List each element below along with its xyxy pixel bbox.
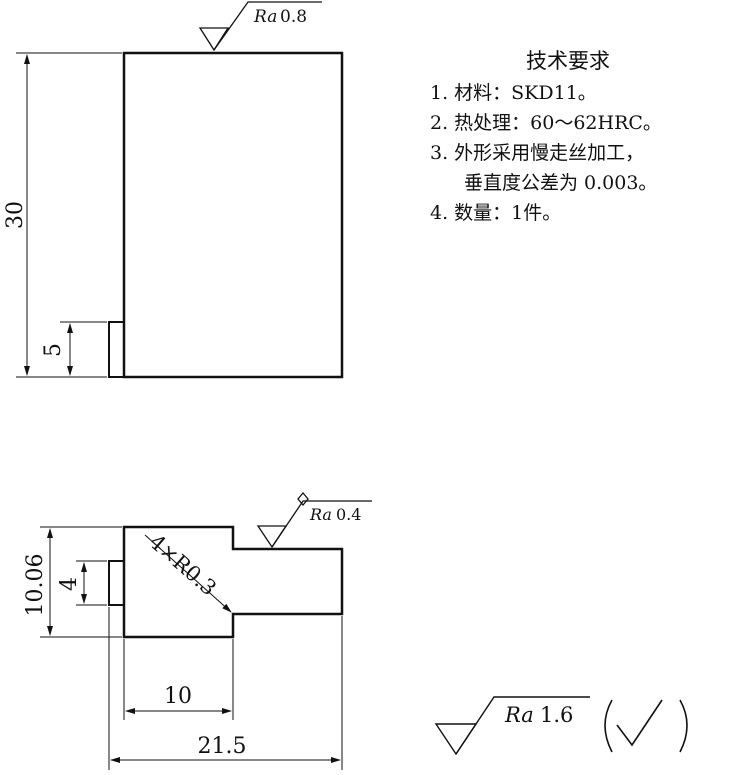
roughness-top-value: 0.8 [280,7,307,27]
top-view [40,525,344,770]
top-view-step [108,560,125,606]
requirement-item: 2. 热处理：60～62HRC。 [430,112,662,134]
roughness-symbol-slot [256,491,372,549]
requirement-item: 1. 材料：SKD11。 [430,82,597,104]
top-view-outline [122,525,344,639]
roughness-top-prefix: Ra [253,7,277,27]
roughness-symbol-top [198,1,322,52]
dim-height-slot: 4 [57,577,82,591]
roughness-slot-value: 0.4 [336,505,361,524]
roughness-symbol-general [434,696,590,756]
requirements-title: 技术要求 [526,49,610,73]
dim-corner-radius: 4×R0.3 [145,530,221,601]
dim-height-total: 30 [3,201,28,229]
dim-height-part: 10.06 [23,554,48,617]
radius-leader [144,534,232,613]
dim-width-slot: 10 [164,684,192,709]
requirement-item: 3. 外形采用慢走丝加工， [430,142,645,164]
front-view-step [108,321,125,378]
roughness-general-value: 1.6 [540,703,573,727]
dim-height-step: 5 [41,343,66,357]
roughness-general-prefix: Ra [504,703,534,727]
front-view [16,51,344,379]
requirement-item: 垂直度公差为 0.003。 [464,172,658,194]
dim-width-total: 21.5 [198,734,247,759]
requirement-item: 4. 数量：1件。 [430,202,562,224]
roughness-other-check-icon [604,699,688,753]
roughness-slot-prefix: Ra [309,505,332,524]
technical-requirements: 技术要求 1. 材料：SKD11。 2. 热处理：60～62HRC。 3. 外形… [430,46,740,228]
front-view-body [122,51,344,379]
